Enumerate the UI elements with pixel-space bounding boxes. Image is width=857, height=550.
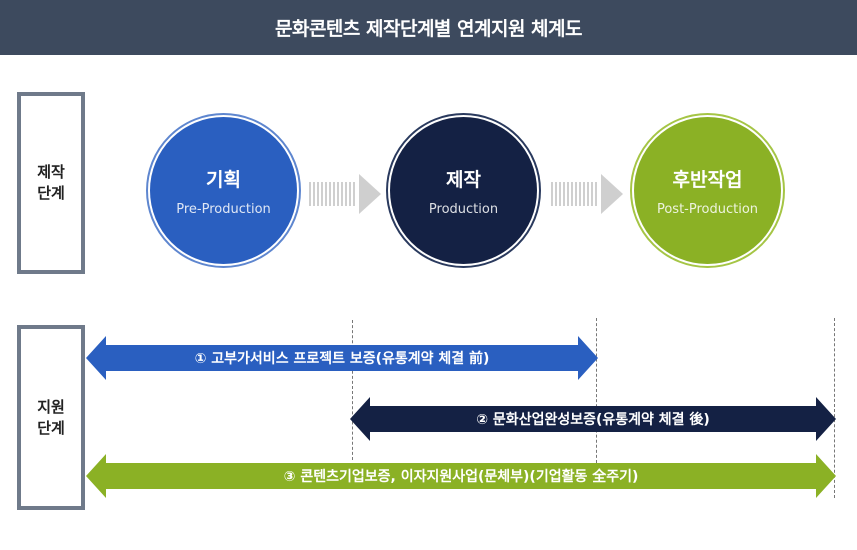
header-bar: 문화콘텐츠 제작단계별 연계지원 체계도 — [0, 0, 857, 55]
stage-ring — [630, 113, 785, 268]
arrow-stripe — [333, 182, 335, 206]
band-shape — [86, 454, 836, 498]
double-arrow-shape — [86, 336, 598, 380]
production-stage-label: 제작 단계 — [37, 163, 65, 202]
support-stage-label-box: 지원 단계 — [17, 325, 85, 510]
arrow-stripe — [567, 182, 569, 206]
arrow-stripe — [595, 182, 597, 206]
double-arrow-shape — [86, 454, 836, 498]
arrow-stripe — [345, 182, 347, 206]
support-text: ① 고부가서비스 프로젝트 보증(유통계약 체결 前) — [194, 351, 490, 367]
arrow-head — [359, 174, 381, 214]
arrow-stripes — [551, 182, 597, 206]
stage-post-production: 후반작업 Post-Production — [630, 113, 785, 268]
stage-production: 제작 Production — [386, 113, 541, 268]
arrow-stripe — [313, 182, 315, 206]
arrow-stripe — [353, 182, 355, 206]
band-shape — [350, 397, 836, 441]
flow-arrow-icon — [309, 174, 381, 214]
page-title: 문화콘텐츠 제작단계별 연계지원 체계도 — [274, 18, 583, 40]
arrow-stripe — [329, 182, 331, 206]
arrow-stripe — [309, 182, 311, 206]
arrow-stripes — [309, 182, 355, 206]
support-stage-label: 지원 단계 — [37, 397, 65, 437]
arrow-stripe — [317, 182, 319, 206]
support-band-1: ① 고부가서비스 프로젝트 보증(유통계약 체결 前) — [86, 336, 598, 380]
stage-subtitle: Post-Production — [656, 201, 759, 217]
guide-line — [352, 320, 353, 460]
arrow-stripe — [325, 182, 327, 206]
band-shape — [86, 336, 598, 380]
production-stage-label-box: 제작 단계 — [17, 92, 85, 274]
arrow-stripe — [587, 182, 589, 206]
arrow-stripe — [579, 182, 581, 206]
arrow-stripe — [571, 182, 573, 206]
stage-subtitle: Pre-Production — [176, 201, 271, 217]
double-arrow-shape — [350, 397, 836, 441]
guide-line — [834, 318, 835, 498]
support-band-3: ③ 콘텐츠기업보증, 이자지원사업(문체부)(기업활동 全주기) — [86, 454, 836, 498]
arrow-stripe — [321, 182, 323, 206]
arrow-stripe — [583, 182, 585, 206]
arrow-stripe — [591, 182, 593, 206]
stage-pre-production: 기획 Pre-Production — [146, 113, 301, 268]
support-text: ③ 콘텐츠기업보증, 이자지원사업(문체부)(기업활동 全주기) — [283, 469, 639, 485]
stage-subtitle: Production — [428, 201, 499, 217]
support-band-2: ② 문화산업완성보증(유통계약 체결 後) — [350, 397, 836, 441]
arrow-stripe — [337, 182, 339, 206]
arrow-stripe — [563, 182, 565, 206]
stage-ring — [386, 113, 541, 268]
arrow-stripe — [555, 182, 557, 206]
arrow-stripe — [341, 182, 343, 206]
arrow-stripe — [349, 182, 351, 206]
support-text: ② 문화산업완성보증(유통계약 체결 後) — [476, 412, 710, 428]
arrow-stripe — [559, 182, 561, 206]
stage-ring — [146, 113, 301, 268]
arrow-head — [601, 174, 623, 214]
guide-line — [596, 318, 597, 463]
arrow-stripe — [575, 182, 577, 206]
arrow-stripe — [551, 182, 553, 206]
flow-arrow-icon — [551, 174, 623, 214]
